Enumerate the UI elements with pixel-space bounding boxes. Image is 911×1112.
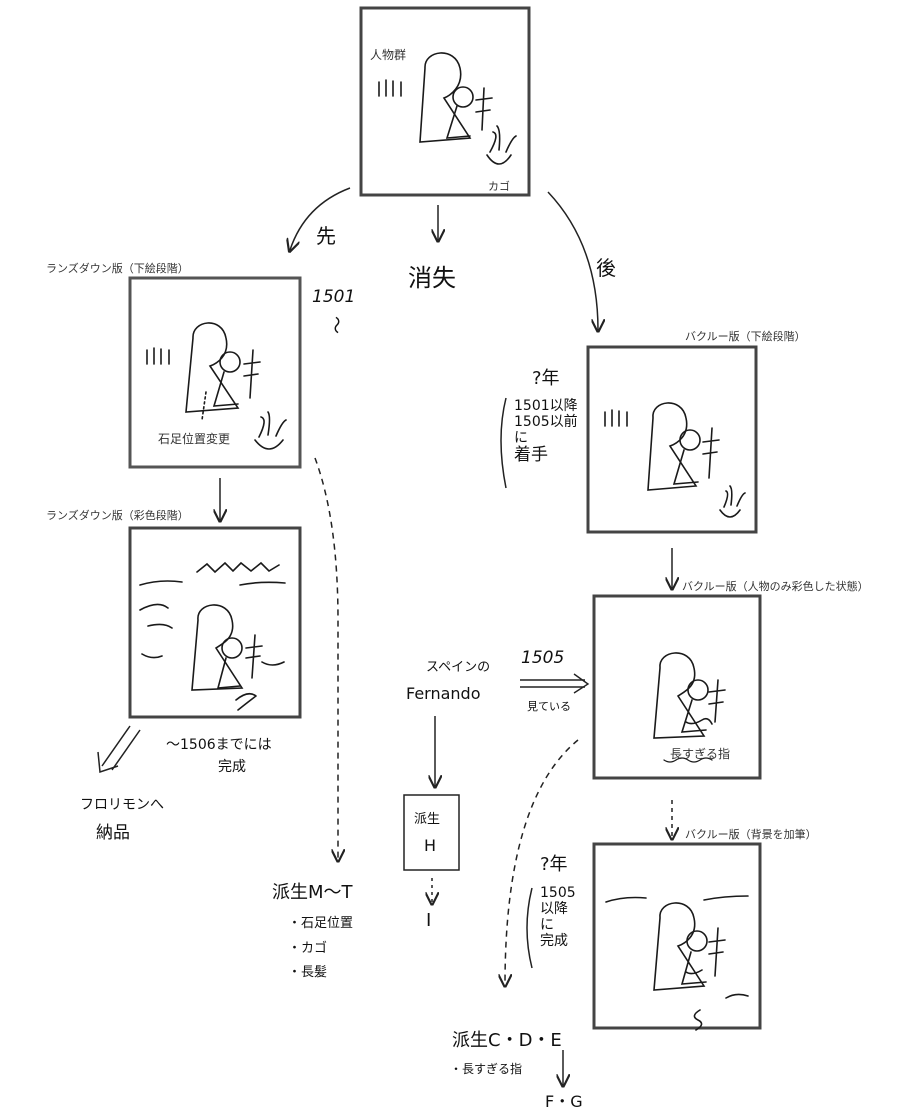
label-fg: F・G xyxy=(545,1088,583,1112)
panel-lansdowne-color-drawing xyxy=(140,563,285,710)
arrow-delivered xyxy=(102,726,140,770)
note-year-range-2-line-3: に xyxy=(540,917,592,933)
derived-cde-title: 派生C・D・E xyxy=(452,1026,562,1052)
note-year-range-1-line-1: 1501以降 xyxy=(514,398,588,414)
note-year-unknown-1: ?年 xyxy=(532,364,560,390)
derived-mt-item-2: ・カゴ xyxy=(288,937,378,962)
derived-mt-list: ・石足位置 ・カゴ ・長髪 xyxy=(288,912,378,986)
note-delivered: 納品 xyxy=(96,818,130,843)
note-year-range-2-line-2: 以降 xyxy=(540,901,592,917)
note-year-range-1-line-4: 着手 xyxy=(514,446,588,466)
arrow-delivered-head xyxy=(98,752,118,772)
arrow-to-buccleuch xyxy=(548,192,598,330)
panel-lansdowne-sketch-note: 石足位置変更 xyxy=(158,430,230,447)
panel-buccleuch-figures-title: バクルー版（人物のみ彩色した状態） xyxy=(682,578,869,594)
note-year-unknown-2: ?年 xyxy=(540,850,568,876)
label-seen: 見ている xyxy=(527,698,571,714)
box-h-derived: 派生 xyxy=(414,808,440,827)
panel-original-frame xyxy=(361,8,529,195)
label-i: I xyxy=(426,910,431,931)
panel-lansdowne-color-title: ランズダウン版（彩色段階） xyxy=(46,507,189,523)
panel-buccleuch-background-drawing xyxy=(606,896,748,1030)
bracket-1501-1505 xyxy=(501,398,506,488)
panel-lansdowne-sketch-title: ランズダウン版（下絵段階） xyxy=(46,260,189,276)
note-delivered-to: フロリモンへ xyxy=(80,794,164,814)
bracket-1505-after xyxy=(527,888,532,968)
note-year-range-2: 1505 以降 に 完成 xyxy=(540,885,592,949)
note-year-range-2-line-1: 1505 xyxy=(540,885,592,901)
arrow-lansdowne-to-mt xyxy=(315,458,338,860)
panel-original-note-figures: 人物群 xyxy=(370,46,406,63)
note-year-range-2-line-4: 完成 xyxy=(540,933,592,949)
derived-cde-item-1: ・長すぎる指 xyxy=(450,1060,522,1077)
label-first: 先 xyxy=(316,220,336,249)
label-fernando: Fernando xyxy=(406,684,481,703)
panel-buccleuch-sketch-title: バクルー版（下絵段階） xyxy=(685,328,806,344)
label-lost: 消失 xyxy=(408,258,456,293)
box-h-frame xyxy=(404,795,459,870)
note-completion-1506-done: 完成 xyxy=(218,756,246,776)
box-h-letter: H xyxy=(424,836,436,855)
panel-buccleuch-sketch-drawing xyxy=(605,403,745,517)
note-year-range-1-line-3: に xyxy=(514,430,588,446)
note-year-range-1-line-2: 1505以前 xyxy=(514,414,588,430)
label-year-1505: 1505 xyxy=(521,648,564,668)
label-tilde: 〜 xyxy=(324,316,350,334)
note-completion-1506: 〜1506までには xyxy=(166,734,272,754)
derived-mt-title: 派生M〜T xyxy=(272,878,353,904)
arrow-fernando-to-buccleuch xyxy=(520,680,585,687)
arrow-fernando-head xyxy=(574,674,588,693)
note-year-range-1: 1501以降 1505以前 に 着手 xyxy=(514,398,588,466)
label-year-1501: 1501 xyxy=(312,287,355,307)
panel-buccleuch-background-frame xyxy=(594,844,760,1028)
derived-mt-item-1: ・石足位置 xyxy=(288,912,378,937)
label-spain: スペインの xyxy=(426,656,490,675)
panel-original-sketch xyxy=(379,53,516,164)
panel-buccleuch-figures-note: 長すぎる指 xyxy=(670,745,730,762)
derived-mt-item-3: ・長髪 xyxy=(288,961,378,986)
label-after: 後 xyxy=(596,252,616,281)
panel-original-note-basket: カゴ xyxy=(488,178,510,194)
panel-buccleuch-background-title: バクルー版（背景を加筆） xyxy=(685,826,817,842)
